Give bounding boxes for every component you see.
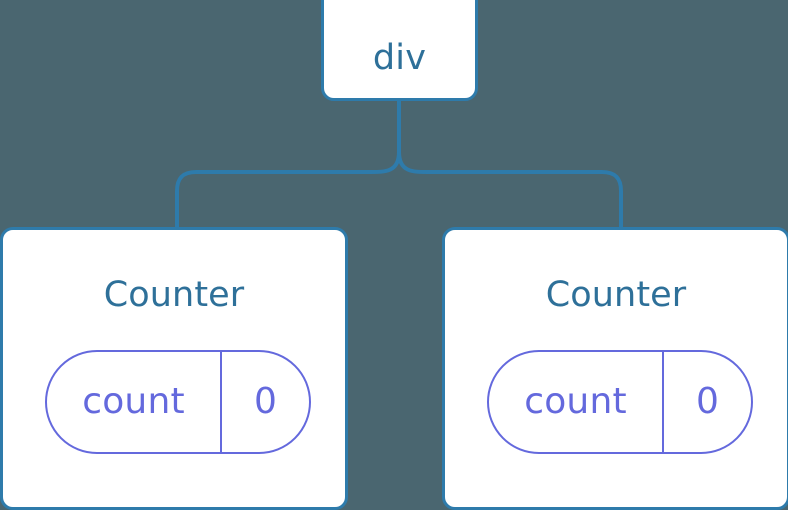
component-title-0: Counter xyxy=(103,275,245,315)
component-title-1: Counter xyxy=(545,275,687,315)
state-key-label-1: count xyxy=(524,381,627,422)
state-key-label-0: count xyxy=(82,381,185,422)
connector-left-branch xyxy=(175,100,401,229)
state-pill-0[interactable]: count 0 xyxy=(45,350,311,454)
node-root-div[interactable]: div xyxy=(321,0,478,101)
state-value-label-0: 0 xyxy=(253,381,278,422)
connector-right-branch xyxy=(397,100,623,229)
state-value-cell-1: 0 xyxy=(664,352,751,452)
root-node-label: div xyxy=(372,38,427,78)
node-component-counter-0[interactable]: Counter count 0 xyxy=(0,227,348,510)
state-key-cell-1: count xyxy=(489,352,664,452)
state-pill-1[interactable]: count 0 xyxy=(487,350,753,454)
state-key-cell-0: count xyxy=(47,352,222,452)
state-value-cell-0: 0 xyxy=(222,352,309,452)
state-value-label-1: 0 xyxy=(695,381,720,422)
node-component-counter-1[interactable]: Counter count 0 xyxy=(442,227,788,510)
